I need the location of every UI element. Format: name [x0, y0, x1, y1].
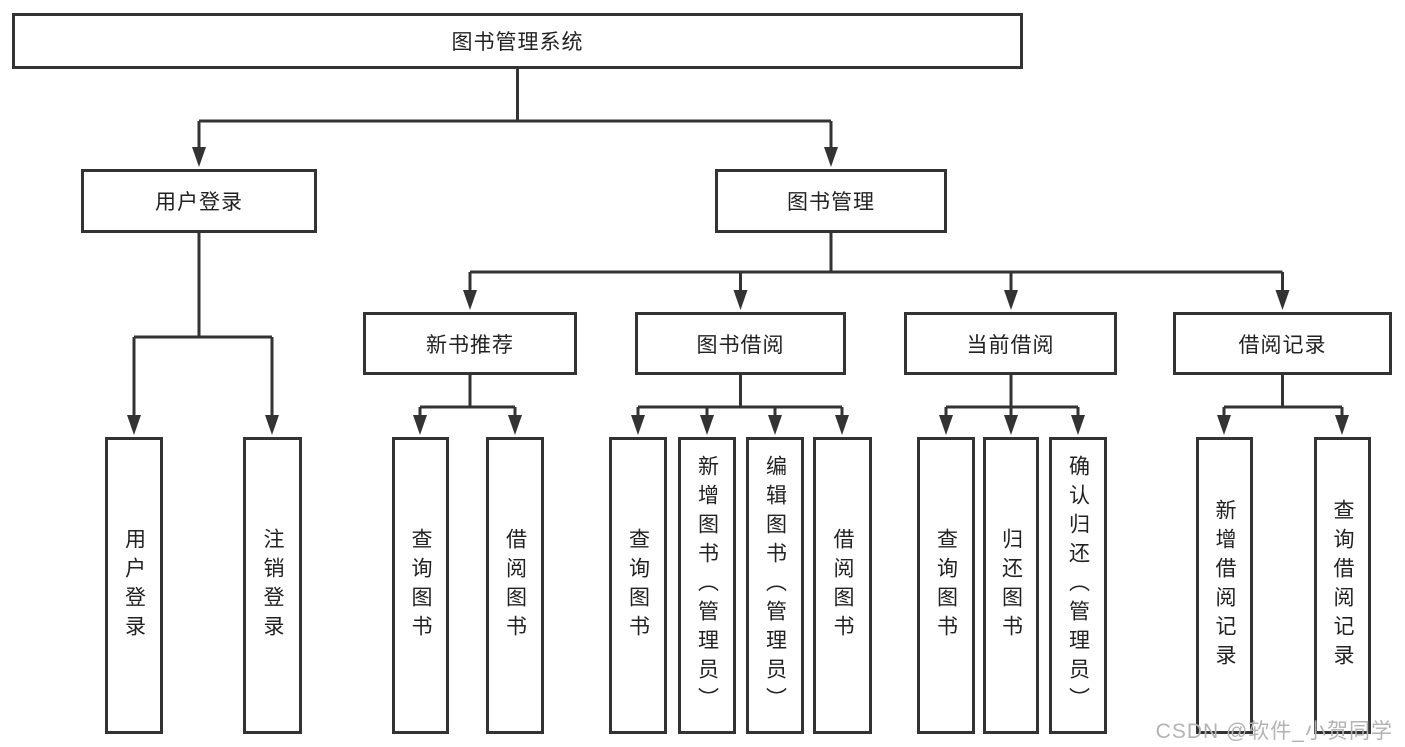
node-label: 借阅图书 — [503, 527, 527, 644]
node-label: 查询图书 — [934, 527, 958, 644]
node-book-borrowing: 图书借阅 — [635, 312, 846, 375]
node-borrowing-records: 借阅记录 — [1173, 312, 1392, 375]
node-label: 图书管理系统 — [451, 31, 584, 54]
node-label: 借阅记录 — [1238, 333, 1327, 357]
node-label: 查询图书 — [409, 527, 432, 644]
node-library-management-system: 图书管理系统 — [12, 13, 1023, 69]
node-add-book-admin: 新增图书（管理员） — [678, 437, 736, 734]
node-query-books-borrowing: 查询图书 — [609, 437, 667, 734]
node-label: 借阅图书 — [831, 527, 854, 644]
node-label: 归还图书 — [999, 527, 1023, 644]
node-user-login-group: 用户登录 — [81, 169, 317, 233]
node-return-books: 归还图书 — [983, 437, 1039, 734]
node-label: 确认归还（管理员） — [1066, 455, 1090, 716]
node-user-login: 用户登录 — [105, 437, 163, 734]
node-label: 查询图书 — [626, 527, 650, 644]
node-book-management: 图书管理 — [715, 169, 947, 233]
node-borrow-books-recommend: 借阅图书 — [486, 437, 544, 734]
node-new-book-recommendation: 新书推荐 — [363, 312, 577, 375]
node-label: 新增借阅记录 — [1213, 498, 1236, 673]
node-label: 注销登录 — [261, 527, 284, 644]
node-borrow-books-borrowing: 借阅图书 — [813, 437, 872, 734]
node-label: 用户登录 — [155, 191, 243, 214]
node-query-borrow-record: 查询借阅记录 — [1314, 437, 1371, 734]
node-logout: 注销登录 — [243, 437, 302, 734]
node-confirm-return-admin: 确认归还（管理员） — [1049, 437, 1107, 734]
node-label: 图书管理 — [787, 191, 875, 214]
watermark-text: CSDN @软件_小贺同学 — [1155, 720, 1393, 743]
node-label: 新增图书（管理员） — [695, 455, 719, 716]
node-label: 编辑图书（管理员） — [763, 455, 787, 716]
node-label: 查询借阅记录 — [1331, 498, 1354, 673]
node-add-borrow-record: 新增借阅记录 — [1196, 437, 1253, 734]
node-label: 新书推荐 — [426, 333, 514, 357]
node-current-borrowing: 当前借阅 — [904, 312, 1117, 375]
node-label: 用户登录 — [122, 527, 146, 644]
node-label: 图书借阅 — [696, 333, 785, 357]
node-edit-book-admin: 编辑图书（管理员） — [746, 437, 804, 734]
node-query-books-current: 查询图书 — [917, 437, 975, 734]
node-label: 当前借阅 — [966, 333, 1055, 357]
node-query-books-recommend: 查询图书 — [392, 437, 449, 734]
